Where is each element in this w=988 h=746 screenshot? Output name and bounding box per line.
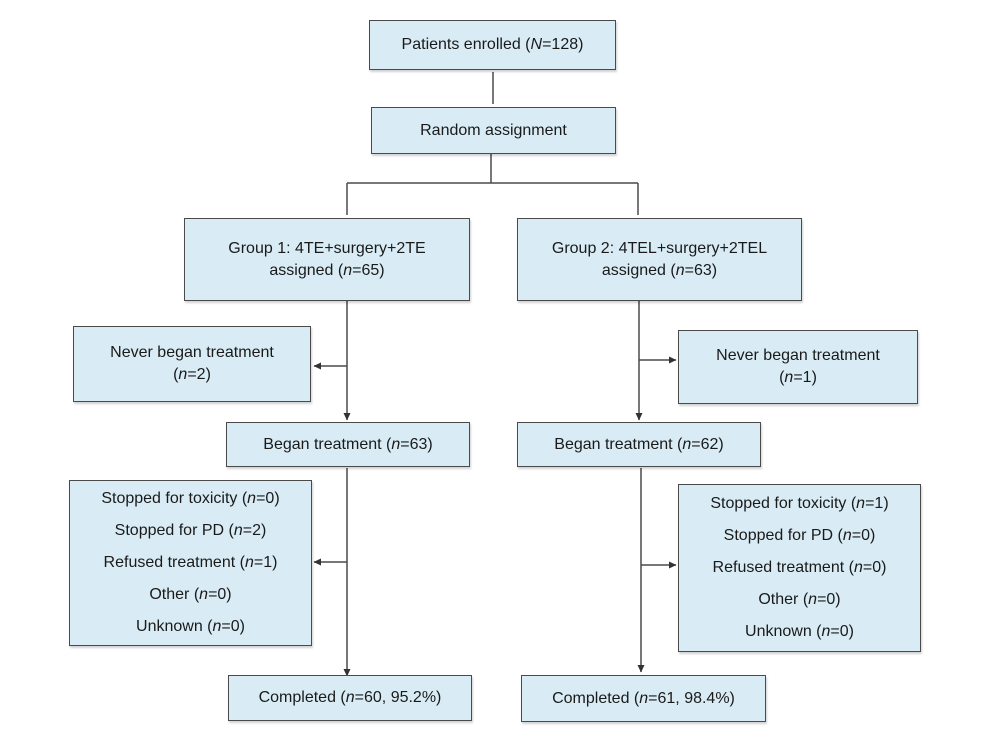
group1-began-text: Began treatment (n=63)	[263, 435, 433, 453]
group2-stopped-toxicity: Stopped for toxicity (n=1)	[710, 495, 889, 512]
group2-never-began-box: Never began treatment (n=1)	[678, 330, 918, 404]
group2-count: assigned (n=63)	[601, 261, 718, 279]
group1-began-box: Began treatment (n=63)	[226, 422, 470, 467]
group1-never-began-count: (n=2)	[173, 366, 211, 383]
group1-title: Group 1: 4TE+surgery+2TE	[228, 239, 426, 257]
group1-stopped-box: Stopped for toxicity (n=0) Stopped for P…	[69, 480, 312, 646]
group1-other: Other (n=0)	[149, 586, 232, 603]
enrolled-text: Patients enrolled (N=128)	[401, 36, 584, 53]
group1-completed-box: Completed (n=60, 95.2%)	[228, 675, 472, 721]
group2-began-text: Began treatment (n=62)	[554, 435, 724, 453]
group1-unknown: Unknown (n=0)	[136, 618, 245, 635]
group2-began-box: Began treatment (n=62)	[517, 422, 761, 467]
group2-never-began-label: Never began treatment	[716, 347, 880, 364]
group2-never-began-count: (n=1)	[779, 369, 817, 386]
random-assignment-text: Random assignment	[420, 121, 567, 139]
group2-title: Group 2: 4TEL+surgery+2TEL	[551, 239, 768, 257]
group1-never-began-box: Never began treatment (n=2)	[73, 326, 311, 402]
group1-count: assigned (n=65)	[269, 261, 385, 279]
group2-stopped-box: Stopped for toxicity (n=1) Stopped for P…	[678, 484, 921, 652]
group2-other: Other (n=0)	[758, 591, 841, 608]
group1-refused: Refused treatment (n=1)	[103, 554, 278, 571]
random-assignment-box: Random assignment	[371, 107, 616, 154]
group2-stopped-pd: Stopped for PD (n=0)	[723, 527, 876, 544]
group2-unknown: Unknown (n=0)	[745, 623, 854, 640]
group1-completed-text: Completed (n=60, 95.2%)	[258, 689, 442, 706]
group2-refused: Refused treatment (n=0)	[712, 559, 887, 576]
group1-stopped-toxicity: Stopped for toxicity (n=0)	[101, 490, 280, 507]
enrolled-box: Patients enrolled (N=128)	[369, 20, 616, 70]
group2-assigned-box: Group 2: 4TEL+surgery+2TEL assigned (n=6…	[517, 218, 802, 301]
group2-completed-text: Completed (n=61, 98.4%)	[552, 689, 735, 707]
group1-assigned-box: Group 1: 4TE+surgery+2TE assigned (n=65)	[184, 218, 470, 301]
group1-never-began-label: Never began treatment	[110, 344, 274, 361]
group1-stopped-pd: Stopped for PD (n=2)	[114, 522, 267, 539]
group2-completed-box: Completed (n=61, 98.4%)	[521, 675, 766, 722]
